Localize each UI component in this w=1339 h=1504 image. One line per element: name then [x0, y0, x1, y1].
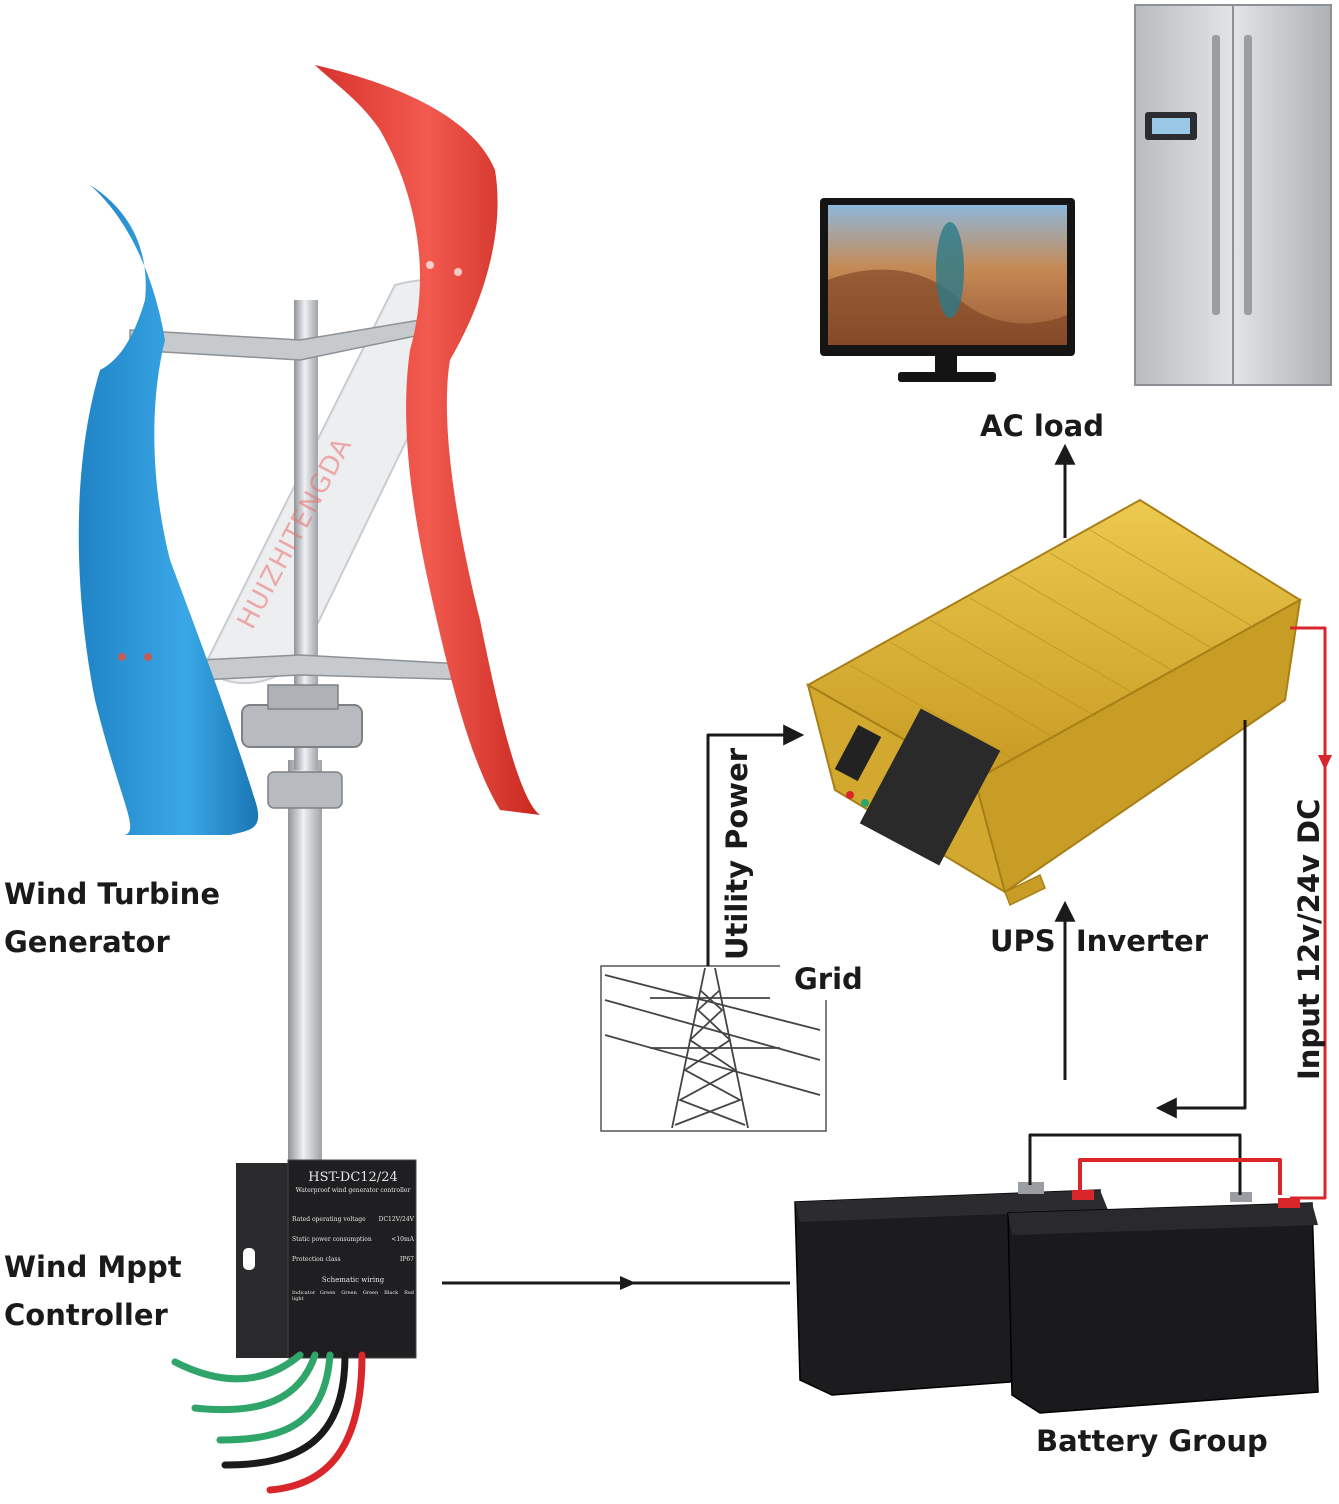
label-line: Controller	[4, 1298, 168, 1332]
terminal-label: Green	[341, 1290, 357, 1296]
turbine-hub	[241, 704, 363, 748]
battery-group	[794, 1182, 1319, 1414]
label-utility-power: Utility Power	[720, 747, 754, 960]
inverter-switch	[834, 724, 882, 782]
label-wind-mppt-controller: Wind Mppt Controller	[4, 1243, 182, 1339]
label-input-dc: Input 12v/24v DC	[1292, 798, 1326, 1080]
label-ac-load: AC load	[980, 409, 1105, 443]
ups-inverter	[805, 498, 1302, 907]
spec-label: Static power consumption	[292, 1236, 372, 1243]
wind-mppt-controller	[171, 1159, 417, 1494]
wind-turbine	[78, 65, 540, 1160]
inverter-side	[973, 598, 1302, 894]
grid-pylon	[600, 965, 827, 1132]
spec-value: IP67	[399, 1256, 414, 1263]
label-ups-inverter: UPS Inverter	[990, 924, 1209, 958]
spec-value: <10mA	[391, 1236, 414, 1243]
label-line: Wind Turbine	[4, 877, 220, 911]
wire-red-battery	[1078, 1158, 1282, 1195]
label-battery-group: Battery Group	[1036, 1424, 1268, 1458]
label-wind-turbine-generator: Wind Turbine Generator	[4, 870, 220, 966]
controller-spec-row: Protection class IP67	[292, 1250, 414, 1270]
spec-label: Protection class	[292, 1256, 341, 1263]
wire-black-output	[1155, 720, 1247, 1119]
controller-spec-row: Static power consumption <10mA	[292, 1230, 414, 1250]
inverter-outlet	[859, 708, 1001, 866]
controller-wiring-title: Schematic wiring	[321, 1276, 385, 1284]
indicator-light-label: Indicator light	[292, 1290, 316, 1302]
connections	[442, 443, 1332, 1290]
wire-red-input	[1290, 626, 1327, 1200]
turbine-pole	[288, 760, 322, 1160]
controller-wires	[171, 1351, 366, 1494]
refrigerator	[1134, 4, 1332, 386]
controller-terminals: Indicator light Green Green Green Black …	[292, 1290, 414, 1302]
spec-label: Rated operating voltage	[292, 1216, 366, 1223]
label-line: Generator	[4, 925, 170, 959]
controller-model: HST-DC12/24	[308, 1170, 398, 1185]
monitor	[820, 198, 1075, 382]
terminal-label: Red	[404, 1290, 414, 1296]
controller-spec-list: Rated operating voltage DC12V/24V Static…	[292, 1210, 414, 1270]
controller-label-panel: HST-DC12/24 Waterproof wind generator co…	[292, 1170, 414, 1302]
controller-subtitle: Waterproof wind generator controller	[295, 1187, 411, 1194]
terminal-label: Black	[384, 1290, 399, 1296]
turbine-blade-blue	[78, 185, 259, 835]
label-line: Wind Mppt	[4, 1250, 182, 1284]
controller-face	[287, 1159, 417, 1359]
arrow-grid-to-inverter	[706, 724, 805, 966]
turbine-arm-bottom	[199, 654, 481, 681]
spec-value: DC12V/24V	[378, 1216, 414, 1223]
terminal-label: Green	[319, 1290, 336, 1296]
label-grid: Grid	[794, 962, 863, 996]
battery-front	[1007, 1202, 1319, 1414]
wire-black-battery	[1028, 1133, 1242, 1195]
controller-spec-row: Rated operating voltage DC12V/24V	[292, 1210, 414, 1230]
terminal-label: Green	[362, 1290, 379, 1296]
turbine-blade-red	[315, 65, 540, 815]
